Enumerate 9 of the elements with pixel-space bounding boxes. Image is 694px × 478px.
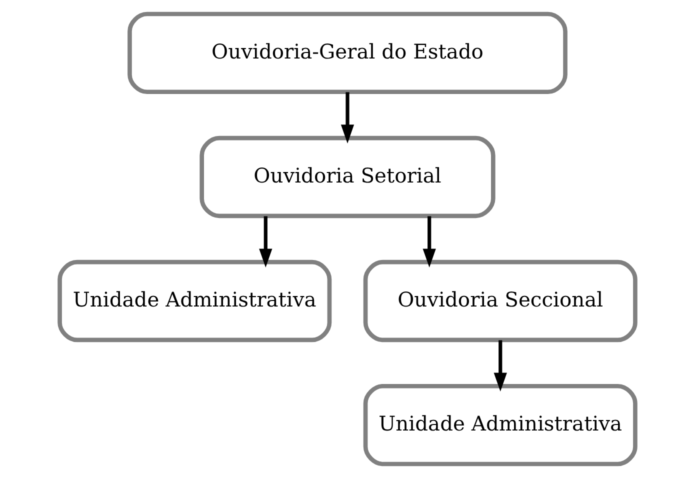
- arrow: [258, 216, 272, 268]
- arrow: [493, 340, 506, 392]
- node-box: Unidade Administrativa: [362, 384, 637, 466]
- node-box: Unidade Administrativa: [57, 260, 332, 342]
- node-box: Ouvidoria Setorial: [199, 136, 495, 218]
- node-box: Ouvidoria-Geral do Estado: [127, 12, 567, 94]
- arrow: [422, 216, 436, 268]
- node-box: Ouvidoria Seccional: [362, 260, 637, 342]
- arrow: [340, 92, 354, 144]
